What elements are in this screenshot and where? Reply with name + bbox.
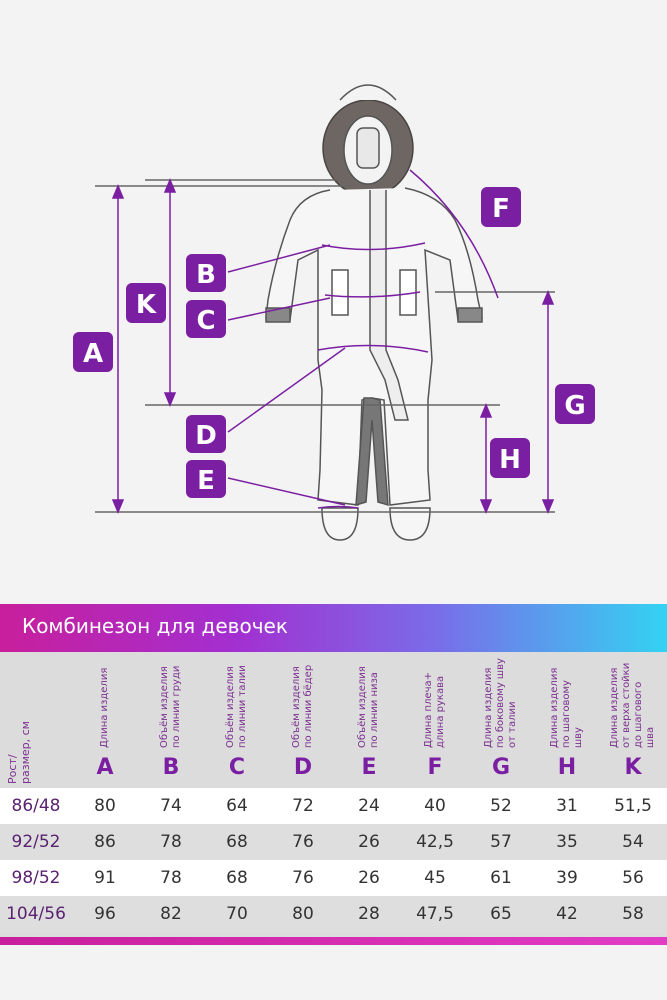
label-box-g: G	[555, 384, 595, 424]
table-row: 104/56 96 82 70 80 28 47,5 65 42 58	[0, 896, 667, 932]
table-title-band: Комбинезон для девочек	[0, 604, 667, 652]
label-c: C	[196, 306, 215, 336]
label-box-b: B	[186, 254, 226, 292]
label-g: G	[564, 391, 585, 421]
column-header-k: Длина изделия от верха стойки до шаговог…	[609, 662, 656, 780]
table-title: Комбинезон для девочек	[22, 614, 288, 638]
label-box-f: F	[481, 187, 521, 227]
bottom-accent-band	[0, 937, 667, 945]
garment-diagram: A K B C D E F G H	[73, 84, 595, 541]
table-row: 92/52 86 78 68 76 26 42,5 57 35 54	[0, 824, 667, 860]
measurement-lines	[95, 169, 555, 514]
label-box-c: C	[186, 300, 226, 338]
label-box-d: D	[186, 415, 226, 453]
label-f: F	[492, 194, 510, 224]
label-box-h: H	[490, 438, 530, 478]
label-box-e: E	[186, 460, 226, 498]
label-h: H	[499, 445, 521, 475]
table-row: 98/52 91 78 68 76 26 45 61 39 56	[0, 860, 667, 896]
label-e: E	[197, 466, 215, 496]
rowlabel-header: Рост/ размер, см	[6, 721, 32, 784]
label-b: B	[196, 260, 216, 290]
label-box-a: A	[73, 332, 113, 372]
label-a: A	[83, 339, 103, 369]
jumpsuit-outline	[265, 84, 483, 541]
label-d: D	[195, 421, 217, 451]
table-row: 86/48 80 74 64 72 24 40 52 31 51,5	[0, 788, 667, 824]
label-box-k: K	[126, 283, 166, 323]
label-k: K	[136, 290, 157, 320]
